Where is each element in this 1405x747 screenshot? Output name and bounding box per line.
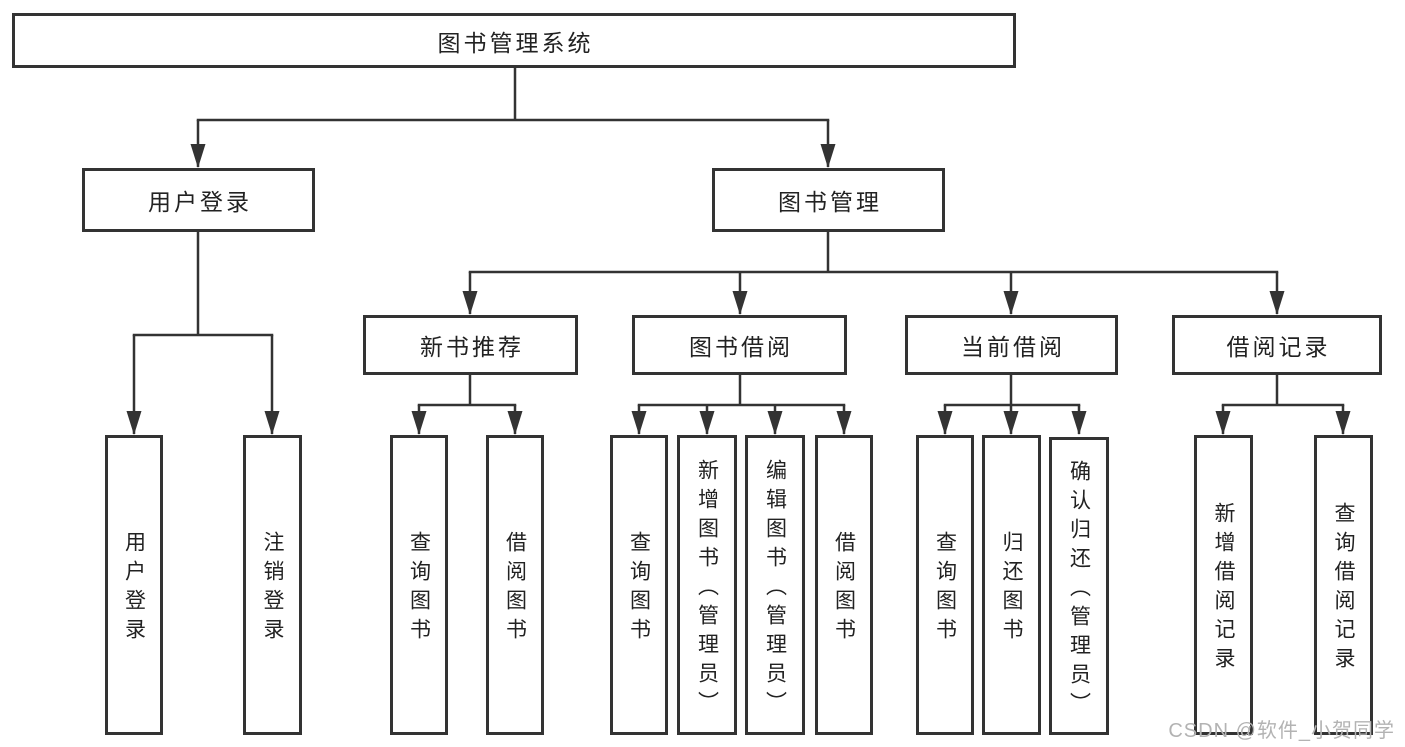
leaf-edit-book-admin: 编辑图书（管理员） (745, 435, 805, 735)
leaf-user-login: 用户登录 (105, 435, 163, 735)
leaf-add-book-admin: 新增图书（管理员） (677, 435, 737, 735)
node-book-management: 图书管理 (712, 168, 945, 232)
leaf-confirm-return-admin: 确认归还（管理员） (1049, 437, 1109, 735)
node-borrow-records: 借阅记录 (1172, 315, 1382, 375)
node-root-system: 图书管理系统 (12, 13, 1016, 68)
leaf-recommend-query-books: 查询图书 (390, 435, 448, 735)
csdn-watermark: CSDN @软件_小贺同学 (1168, 720, 1395, 742)
leaf-borrow-query-books: 查询图书 (610, 435, 668, 735)
leaf-return-books: 归还图书 (982, 435, 1041, 735)
leaf-logout: 注销登录 (243, 435, 302, 735)
node-book-borrow: 图书借阅 (632, 315, 847, 375)
leaf-borrow-books: 借阅图书 (815, 435, 873, 735)
node-user-login: 用户登录 (82, 168, 315, 232)
leaf-query-borrow-record: 查询借阅记录 (1314, 435, 1373, 735)
leaf-add-borrow-record: 新增借阅记录 (1194, 435, 1253, 735)
node-new-book-recommend: 新书推荐 (363, 315, 578, 375)
leaf-recommend-borrow-books: 借阅图书 (486, 435, 544, 735)
node-current-borrow: 当前借阅 (905, 315, 1118, 375)
leaf-current-query-books: 查询图书 (916, 435, 974, 735)
